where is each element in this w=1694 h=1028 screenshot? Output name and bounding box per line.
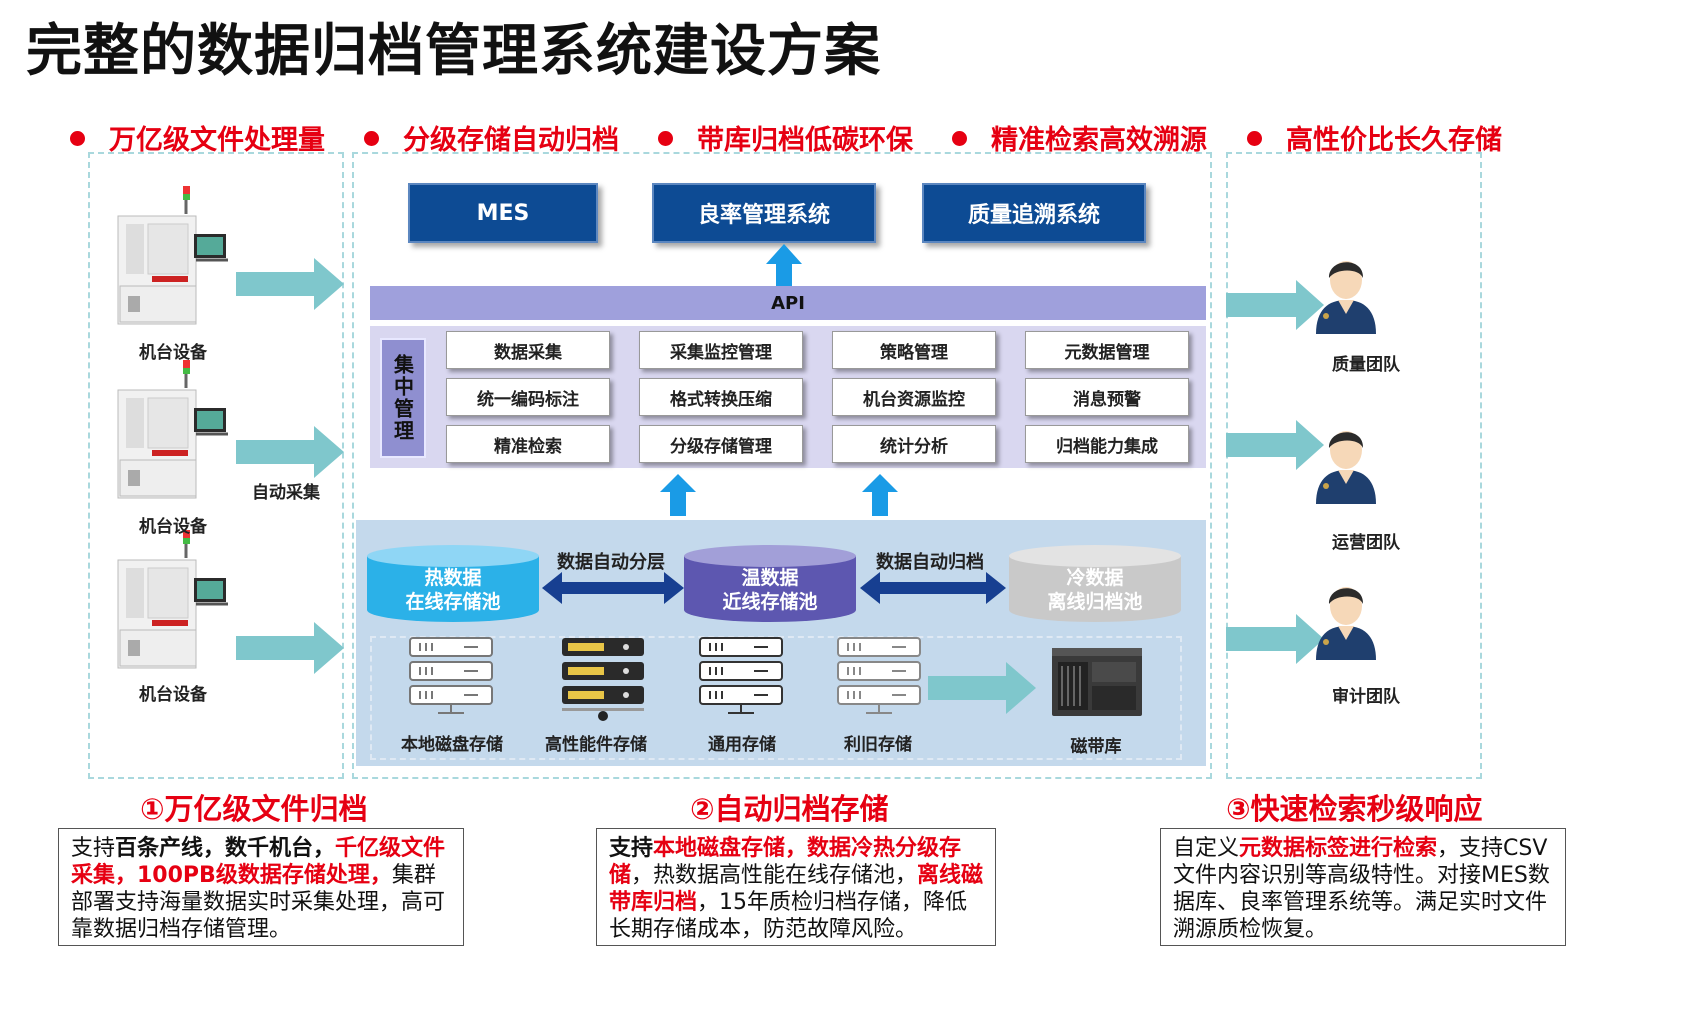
person-icon: [1316, 261, 1376, 334]
func-unified-coding: 统一编码标注: [446, 378, 610, 416]
arrow-up-icon: [862, 474, 898, 516]
machine-label: 机台设备: [139, 343, 207, 363]
section-title-3: ③快速检索秒级响应: [1226, 792, 1483, 826]
bullet-icon: [658, 131, 673, 146]
machine-icon: [117, 530, 228, 669]
server-icon: [699, 637, 783, 714]
desc-segment: 离线磁带库归档: [609, 863, 984, 915]
arrow-up-icon: [766, 244, 802, 288]
management-label: 集中管理: [380, 338, 426, 458]
machine-label: 机台设备: [139, 517, 207, 537]
section-desc-3: 自定义元数据标签进行检索，支持CSV文件内容识别等高级特性。对接MES数据库、良…: [1160, 828, 1566, 946]
bullet-icon: [70, 131, 85, 146]
func-precise-search: 精准检索: [446, 425, 610, 463]
func-metadata: 元数据管理: [1025, 331, 1189, 369]
func-collect-monitor: 采集监控管理: [639, 331, 803, 369]
func-format-convert: 格式转换压缩: [639, 378, 803, 416]
tape-library-icon: [1052, 648, 1142, 716]
arrow-right-icon: [1226, 420, 1324, 470]
machine-icon: [117, 360, 228, 499]
storage-label-reuse: 利旧存储: [844, 735, 912, 755]
desc-segment: 本地磁盘存储，数据冷热分级存储: [609, 836, 962, 888]
double-arrow-icon: [542, 572, 684, 604]
server-icon: [562, 638, 644, 721]
storage-label-general: 通用存储: [708, 735, 776, 755]
desc-segment: ，热数据高性能在线存储池，: [631, 863, 918, 888]
feature-1: 万亿级文件处理量: [70, 118, 325, 157]
section-title-2: ②自动归档存储: [690, 792, 889, 826]
machine-label: 机台设备: [139, 685, 207, 705]
cold-pool-label: 冷数据离线归档池: [1047, 567, 1143, 613]
person-icon: [1316, 431, 1376, 504]
arrow-right-icon: [236, 426, 344, 478]
func-data-collection: 数据采集: [446, 331, 610, 369]
desc-segment: 百条产线，数千机台，: [115, 836, 336, 861]
auto-tier-label: 数据自动分层: [557, 552, 665, 573]
team-label-operations: 运营团队: [1332, 533, 1400, 553]
storage-label-high-perf: 高性能件存储: [545, 735, 647, 755]
desc-segment: 支持: [609, 836, 654, 861]
page-title: 完整的数据归档管理系统建设方案: [26, 19, 881, 84]
func-tier-storage: 分级存储管理: [639, 425, 803, 463]
desc-segment: 自定义: [1173, 836, 1240, 861]
arrow-right-icon: [1226, 614, 1324, 664]
team-label-audit: 审计团队: [1332, 687, 1400, 707]
hot-pool-label: 热数据在线存储池: [405, 567, 501, 613]
func-archive-integration: 归档能力集成: [1025, 425, 1189, 463]
feature-2: 分级存储自动归档: [364, 118, 619, 157]
section-desc-2: 支持本地磁盘存储，数据冷热分级存储，热数据高性能在线存储池，离线磁带库归档，15…: [596, 828, 996, 946]
arrow-right-icon: [236, 258, 344, 310]
desc-segment: ，支持CSV文件内容识别等高级特性。对接MES数据库、良率管理系统等。满足实时文…: [1173, 836, 1550, 942]
api-bar: API: [370, 286, 1206, 320]
server-icon: [409, 637, 493, 714]
desc-segment: 集群部署支持海量数据实时采集处理，高可靠数据归档存储管理。: [71, 863, 446, 942]
section-desc-1: 支持百条产线，数千机台，千亿级文件采集，100PB级数据存储处理，集群部署支持海…: [58, 828, 464, 946]
func-machine-monitor: 机台资源监控: [832, 378, 996, 416]
arrow-right-icon: [928, 662, 1036, 714]
storage-label-local-disk: 本地磁盘存储: [401, 735, 503, 755]
section-title-1: ①万亿级文件归档: [140, 792, 368, 826]
feature-4: 精准检索高效溯源: [952, 118, 1207, 157]
feature-5: 高性价比长久存储: [1247, 118, 1502, 157]
desc-segment: ，15年质检归档存储，降低长期存储成本，防范故障风险。: [609, 890, 968, 942]
team-label-quality: 质量团队: [1332, 355, 1400, 375]
hot-pool-cylinder: [367, 545, 539, 622]
auto-archive-label: 数据自动归档: [876, 552, 984, 573]
person-icon: [1316, 587, 1376, 660]
app-mes: MES: [408, 183, 598, 243]
machine-icon: [117, 186, 228, 325]
arrow-right-icon: [1226, 280, 1324, 330]
desc-segment: 元数据标签进行检索: [1239, 836, 1438, 861]
warm-pool-label: 温数据近线存储池: [722, 567, 818, 613]
bullet-icon: [364, 131, 379, 146]
desc-segment: 千亿级文件采集，100PB级数据存储处理，: [71, 836, 446, 888]
func-statistics: 统计分析: [832, 425, 996, 463]
double-arrow-icon: [860, 572, 1006, 604]
func-alert: 消息预警: [1025, 378, 1189, 416]
feature-3: 带库归档低碳环保: [658, 118, 913, 157]
machines-region: [88, 152, 344, 779]
teams-region: [1226, 152, 1482, 779]
system-region: [352, 152, 1212, 779]
storage-label-tape-library: 磁带库: [1070, 737, 1122, 757]
func-policy: 策略管理: [832, 331, 996, 369]
cold-pool-cylinder: [1009, 545, 1181, 622]
arrow-right-icon: [236, 622, 344, 674]
auto-collect-label: 自动采集: [252, 483, 320, 503]
desc-segment: 支持: [71, 836, 116, 861]
server-icon: [837, 637, 921, 714]
app-yield-management: 良率管理系统: [652, 183, 876, 243]
bullet-icon: [1247, 131, 1262, 146]
arrow-up-icon: [660, 474, 696, 516]
app-quality-trace: 质量追溯系统: [922, 183, 1146, 243]
bullet-icon: [952, 131, 967, 146]
warm-pool-cylinder: [684, 545, 856, 622]
